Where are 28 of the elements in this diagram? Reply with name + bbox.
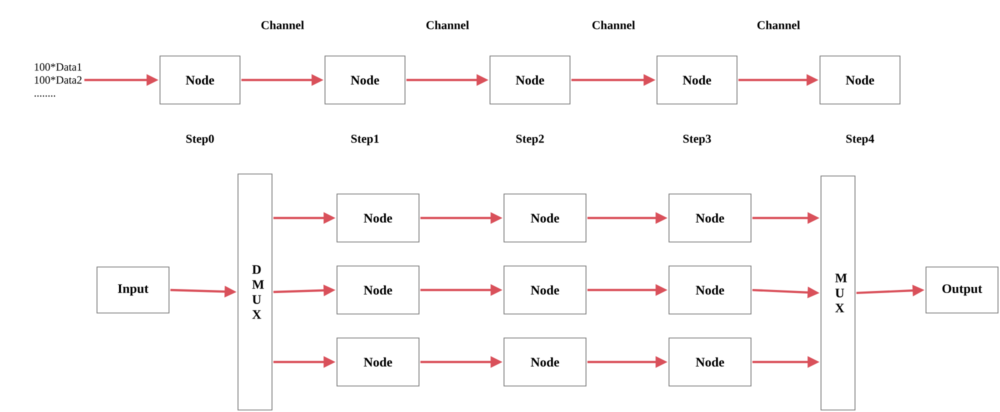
process-box: Node xyxy=(160,56,240,104)
step-label: Step4 xyxy=(846,134,874,146)
process-box: Node xyxy=(820,56,900,104)
step-label: Step1 xyxy=(351,134,379,146)
edge-label: Channel xyxy=(590,20,636,30)
edge-label: Channel xyxy=(260,20,306,30)
process-box: Node xyxy=(324,56,406,104)
edge-label: Channel xyxy=(424,20,470,30)
process-box: Node xyxy=(668,194,752,242)
process-box: Node xyxy=(668,338,752,386)
step-label: Step2 xyxy=(516,134,544,146)
process-box: Input xyxy=(96,266,170,314)
process-box: Node xyxy=(490,56,570,104)
data-text: 100*Data1 100*Data2 ........ xyxy=(34,63,82,97)
process-box: Node xyxy=(504,338,586,386)
process-box: Node xyxy=(504,194,586,242)
multiplexer-bar: M U X xyxy=(820,176,856,410)
process-box: Node xyxy=(336,338,420,386)
process-box: Node xyxy=(656,56,738,104)
process-box: Node xyxy=(336,266,420,314)
step-label: Step3 xyxy=(683,134,711,146)
process-box: Node xyxy=(336,194,420,242)
step-label: Step0 xyxy=(186,134,214,146)
edge-label: Channel xyxy=(756,20,802,30)
process-box: Node xyxy=(668,266,752,314)
multiplexer-bar: D M U X xyxy=(238,174,272,410)
process-box: Node xyxy=(504,266,586,314)
process-box: Output xyxy=(926,266,998,314)
